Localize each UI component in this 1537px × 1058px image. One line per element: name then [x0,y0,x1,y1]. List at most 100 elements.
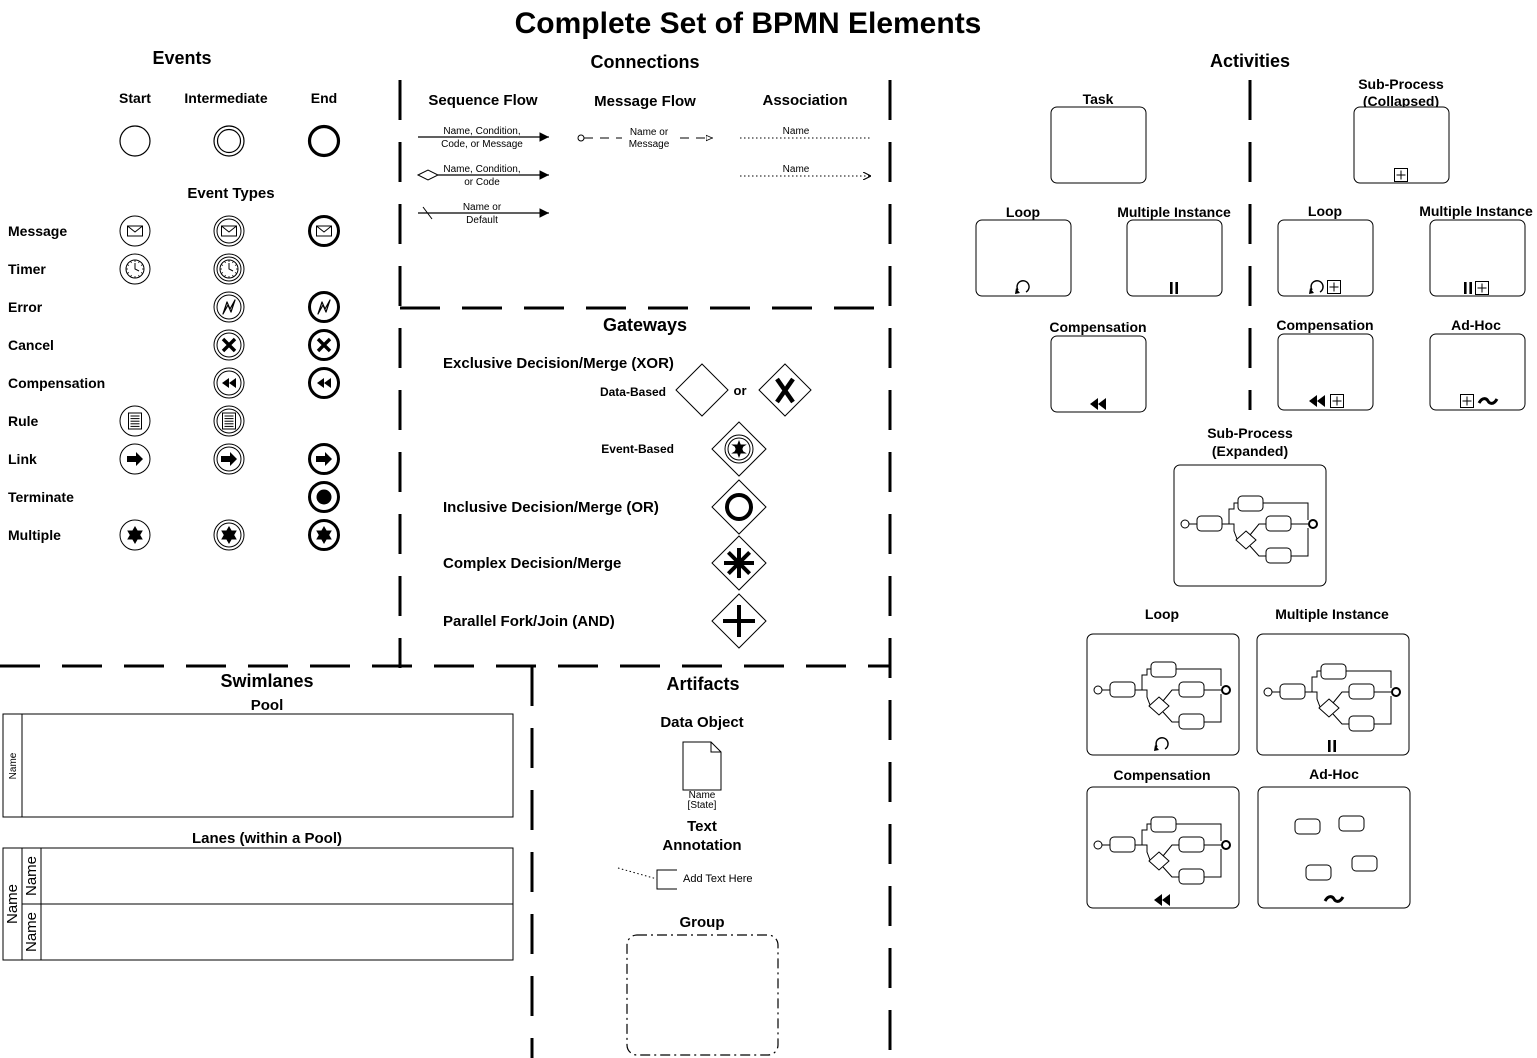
message-flow-label-line1: Name or [630,127,669,138]
multi-instance-marker-icon [1328,740,1336,752]
exp-adhoc-label: Ad-Hoc [1309,766,1359,782]
subprocess-mini-flow [1093,661,1231,730]
sequence-flow-label-line2: Default [466,215,498,226]
gateway-label: Parallel Fork/Join (AND) [443,613,615,630]
mini-end-event [1308,519,1318,529]
intermediate-event [213,253,245,285]
end-event [308,329,340,361]
mini-start-event [1093,685,1103,695]
exp-loop-label: Loop [1145,606,1179,622]
lane-name: Name [23,856,40,896]
collapsed-marker-icon [1475,281,1489,295]
mini-task [1196,515,1223,532]
sequence-flow-label-line1: Name, Condition, [443,126,520,137]
gateway-row: Inclusive Decision/Merge (OR) [443,479,767,535]
event-type-row: Cancel [8,329,340,361]
event-based-gateway [711,421,767,477]
mini-task [1150,661,1177,678]
compensation-marker-icon [1154,894,1170,906]
envelope-icon [316,225,332,237]
text-annotation-heading: Text [687,818,717,835]
subprocess-mini-flow [1093,816,1231,885]
mini-task [1237,495,1264,512]
data-object: Name [State] [682,741,722,811]
event-column-intermediate: Intermediate [184,90,267,106]
start-event [119,125,151,157]
end-event [308,519,340,551]
events-heading: Events [152,48,211,68]
sp-adhoc-label: Ad-Hoc [1451,317,1501,333]
lightning-icon [222,299,236,315]
adhoc-marker-icon [1323,895,1345,903]
event-type-row: Multiple [8,519,340,551]
event-type-row: Rule [8,405,245,437]
document-lines-icon [222,412,236,430]
subprocess-expanded-box [1173,464,1327,587]
compensation-marker-icon [1309,395,1325,407]
mini-task [1351,855,1378,872]
mini-task [1178,868,1205,885]
or-label: or [734,383,747,398]
data-object-name: Name [689,790,716,801]
sp-multi-box [1429,219,1526,297]
activities-section: Activities Task Loop Multiple Instance C… [975,51,1533,909]
sp-loop-label: Loop [1308,203,1342,219]
collapsed-marker-icon [1394,168,1408,182]
exp-multi-label: Multiple Instance [1275,606,1389,622]
page-title: Complete Set of BPMN Elements [515,7,982,40]
mini-end-event [1391,687,1401,697]
start-event [119,519,151,551]
sequence-flow-conditional: Name, Condition, or Code [416,164,549,188]
xor-gateway-marked [758,363,812,417]
activities-heading: Activities [1210,51,1290,71]
xor-gateway-label: Exclusive Decision/Merge (XOR) [443,355,674,372]
loop-marker-icon [1309,280,1324,294]
xor-gateway-unmarked [675,363,729,417]
mini-task [1150,816,1177,833]
envelope-icon [221,225,237,237]
event-type-row: Error [8,291,340,323]
group-heading: Group [680,914,725,931]
event-type-row: Timer [8,253,245,285]
rewind-icon [222,378,236,388]
mini-start-event [1263,687,1273,697]
task-box [1050,106,1147,184]
mini-task [1294,818,1321,835]
section-dividers [0,80,1252,1058]
mini-task [1109,681,1136,698]
association-directed: Name [740,164,871,176]
task-compensation-box [1050,335,1147,413]
event-type-label: Rule [8,413,39,429]
end-event [308,367,340,399]
star-icon [221,526,237,544]
association-undirected: Name [740,126,871,139]
intermediate-event [213,329,245,361]
gateway-row: Parallel Fork/Join (AND) [443,593,767,649]
envelope-icon [127,225,143,237]
end-event [308,291,340,323]
message-flow-heading: Message Flow [594,93,696,110]
star-icon [316,526,332,544]
mini-gateway [1148,696,1170,716]
x-icon [221,337,237,353]
mini-start-event [1180,519,1190,529]
end-event [307,124,341,158]
subprocess-collapsed-label: Sub-Process [1358,76,1444,92]
intermediate-event [213,291,245,323]
pool-heading: Pool [251,697,284,714]
task-loop-label: Loop [1006,204,1040,220]
exp-loop-box [1086,633,1240,756]
task-multi-box [1126,219,1223,297]
event-type-label: Timer [8,261,46,277]
artifacts-heading: Artifacts [666,674,739,694]
mini-task [1338,815,1365,832]
multi-instance-marker-icon [1170,282,1178,294]
mini-task [1320,663,1347,680]
document-lines-icon [128,412,142,430]
event-type-row: Terminate [8,481,340,513]
intermediate-event [213,125,245,157]
intermediate-event [213,367,245,399]
sp-adhoc-box [1429,333,1526,411]
x-icon [316,337,332,353]
